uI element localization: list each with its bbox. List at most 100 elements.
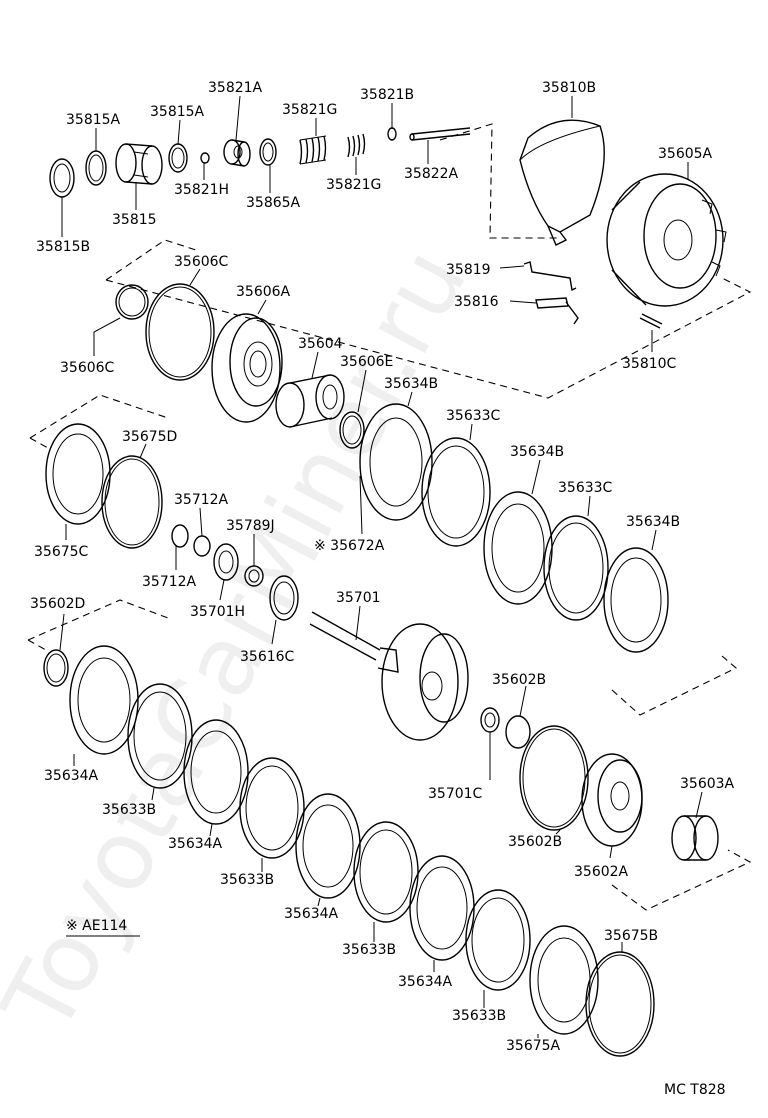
diagram-code: MC T828 — [664, 1082, 726, 1098]
label-35821G-1: 35821G — [282, 102, 337, 118]
part-35815-piston — [115, 143, 163, 185]
part-35605A-drum — [606, 173, 727, 307]
part-35606C-small-ring — [115, 284, 149, 320]
part-35606A-support — [211, 313, 283, 423]
part-35675C-plate — [45, 423, 111, 525]
label-35633B-4: 35633B — [452, 1008, 506, 1024]
part-35815B-snap-ring — [49, 158, 75, 198]
part-35634B-plate-1 — [359, 403, 433, 521]
label-35602A: 35602A — [574, 864, 629, 880]
part-35701H-bearing — [213, 543, 239, 581]
part-35633B-disc-3 — [353, 821, 419, 923]
label-35701H: 35701H — [190, 604, 245, 620]
label-35602B-1: 35602B — [492, 672, 546, 688]
label-35606C-2: 35606C — [60, 360, 115, 376]
part-35712A-ring-1 — [171, 524, 189, 548]
label-35633C-2: 35633C — [558, 480, 613, 496]
label-35701: 35701 — [336, 590, 381, 606]
label-35672A: ※ 35672A — [314, 538, 385, 554]
label-35810B: 35810B — [542, 80, 596, 96]
label-35822A: 35822A — [404, 166, 459, 182]
label-35821H: 35821H — [174, 182, 229, 198]
label-35605A: 35605A — [658, 146, 713, 162]
part-labels: 35815A 35815A 35821A 35821G 35821B 35810… — [30, 80, 735, 1098]
part-35634A-plate-4 — [409, 855, 475, 961]
part-35822A-rod — [409, 127, 471, 141]
part-35634A-plate-3 — [295, 793, 361, 899]
label-35633C-1: 35633C — [446, 408, 501, 424]
part-35821B-washer — [387, 127, 397, 141]
label-35701C: 35701C — [428, 786, 483, 802]
label-35602B-2: 35602B — [508, 834, 562, 850]
label-35603A: 35603A — [680, 776, 735, 792]
part-35701C-washer — [480, 707, 500, 733]
leader-lines — [59, 95, 703, 1038]
label-35675C: 35675C — [34, 544, 89, 560]
part-35602A-piston — [581, 753, 643, 847]
part-35634A-plate-2 — [183, 719, 249, 825]
label-35815A-1: 35815A — [66, 112, 121, 128]
part-35633B-disc-2 — [239, 757, 305, 859]
group-outlines — [27, 123, 752, 911]
label-35712A-1: 35712A — [174, 492, 229, 508]
part-35604-hub — [275, 374, 345, 428]
part-35634B-plate-2 — [483, 491, 553, 605]
label-35606C-1: 35606C — [174, 254, 229, 270]
part-35815A-oring-1 — [85, 150, 107, 186]
label-35810C: 35810C — [622, 356, 677, 372]
part-35633C-disc-1 — [421, 437, 491, 547]
label-35815A-2: 35815A — [150, 104, 205, 120]
part-35602B-small-ring — [505, 715, 531, 749]
part-35821G-spring-1 — [299, 135, 327, 165]
label-35634A-1: 35634A — [44, 768, 99, 784]
part-35616C-ring — [269, 575, 299, 621]
label-35712A-2: 35712A — [142, 574, 197, 590]
label-35634B-3: 35634B — [626, 514, 680, 530]
part-35633B-disc-1 — [127, 683, 193, 789]
label-35675A: 35675A — [506, 1038, 561, 1054]
part-35634A-plate-1 — [69, 645, 139, 755]
part-35701-shaft-carrier — [309, 611, 469, 741]
label-35634A-4: 35634A — [398, 974, 453, 990]
label-35602D: 35602D — [30, 596, 85, 612]
label-35675D: 35675D — [122, 429, 177, 445]
label-35634A-3: 35634A — [284, 906, 339, 922]
part-35675D-ring — [101, 455, 163, 549]
part-35603A-spring-retainer — [671, 815, 719, 861]
part-35633B-disc-4 — [465, 889, 531, 991]
label-35634B-1: 35634B — [384, 376, 438, 392]
applicability-note: ※ AE114 — [66, 918, 127, 934]
label-35633B-2: 35633B — [220, 872, 274, 888]
label-35789J: 35789J — [226, 518, 275, 534]
label-35865A: 35865A — [246, 195, 301, 211]
label-35634A-2: 35634A — [168, 836, 223, 852]
part-35865A-ring — [259, 138, 277, 166]
part-35815A-oring-2 — [168, 143, 188, 173]
part-35821G-spring-2 — [347, 133, 366, 158]
label-35815: 35815 — [112, 212, 157, 228]
part-35821H-ring — [200, 152, 210, 164]
label-35816: 35816 — [454, 294, 499, 310]
label-35604: 35604 — [298, 336, 343, 352]
part-35675B-ring — [585, 951, 655, 1057]
part-35810C-pin — [639, 313, 663, 329]
label-35633B-1: 35633B — [102, 802, 156, 818]
label-35821A: 35821A — [208, 80, 263, 96]
label-35633B-3: 35633B — [342, 942, 396, 958]
label-35616C: 35616C — [240, 649, 295, 665]
label-35821B: 35821B — [360, 87, 414, 103]
label-35634B-2: 35634B — [510, 444, 564, 460]
label-35821G-2: 35821G — [326, 177, 381, 193]
part-35634B-plate-3 — [603, 547, 669, 653]
part-35602B-large-ring — [519, 725, 589, 831]
part-35819-lever — [523, 261, 577, 292]
part-35810B-band — [519, 119, 605, 246]
label-35606E: 35606E — [340, 354, 393, 370]
part-35633C-disc-2 — [543, 515, 609, 621]
label-35675B: 35675B — [604, 928, 658, 944]
label-35815B: 35815B — [36, 239, 90, 255]
part-35821A-piston — [223, 139, 251, 167]
part-35602D-ring — [43, 649, 69, 687]
label-35819: 35819 — [446, 262, 491, 278]
